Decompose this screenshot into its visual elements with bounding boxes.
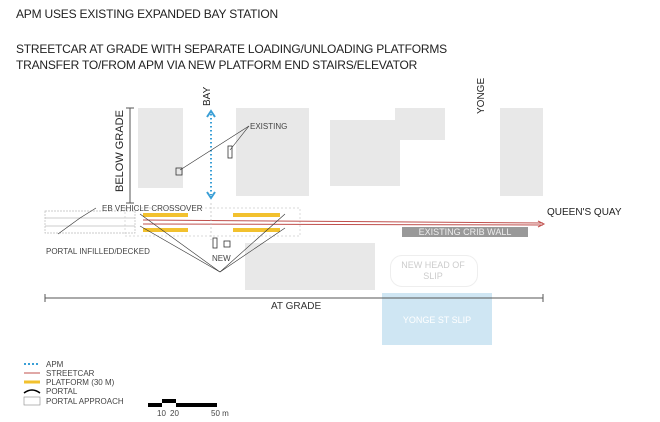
crib-wall <box>402 227 528 237</box>
subtitle-line-1: STREETCAR AT GRADE WITH SEPARATE LOADING… <box>16 42 447 56</box>
scale-bar <box>148 399 217 407</box>
bay-street-label: BAY <box>202 86 213 106</box>
legend-portal: PORTAL <box>46 387 78 396</box>
crib-wall-label: EXISTING CRIB WALL <box>418 227 512 237</box>
portal-approach <box>44 207 301 237</box>
legend-portal-approach: PORTAL APPROACH <box>46 397 124 406</box>
eb-crossover-label: EB VEHICLE CROSSOVER <box>102 204 203 213</box>
existing-label: EXISTING <box>250 122 288 131</box>
scale-tick-10: 10 <box>157 409 166 418</box>
building-block <box>330 120 400 186</box>
legend-apm: APM <box>46 360 64 369</box>
queens-quay-label: QUEEN'S QUAY <box>547 207 622 218</box>
below-grade-label: BELOW GRADE <box>114 110 126 192</box>
apm-line <box>206 109 216 240</box>
yonge-street-label: YONGE <box>476 77 487 114</box>
scale-tick-50: 50 m <box>211 409 229 418</box>
portal-infilled-label: PORTAL INFILLED/DECKED <box>46 247 150 256</box>
at-grade-bar <box>44 294 544 302</box>
scale-tick-20: 20 <box>170 409 179 418</box>
leader-lines <box>57 125 286 273</box>
diagram-title: APM USES EXISTING EXPANDED BAY STATION <box>16 7 279 21</box>
new-head-of-slip <box>390 255 478 287</box>
building-block <box>236 108 309 196</box>
new-label: NEW <box>212 254 231 263</box>
at-grade-label: AT GRADE <box>271 301 322 312</box>
subtitle-line-2: TRANSFER TO/FROM APM VIA NEW PLATFORM EN… <box>16 58 418 72</box>
yonge-st-slip <box>382 293 492 345</box>
building-block <box>245 243 375 290</box>
legend-marks <box>23 363 41 406</box>
legend-streetcar: STREETCAR <box>46 369 95 378</box>
below-grade-bar <box>126 107 134 204</box>
legend-platform: PLATFORM (30 M) <box>46 378 115 387</box>
streetcar-line <box>142 219 546 228</box>
platforms <box>143 213 280 232</box>
building-block <box>500 108 543 196</box>
yonge-st-slip-label: YONGE ST SLIP <box>402 315 472 325</box>
building-block <box>138 108 183 188</box>
new-head-of-slip-label: NEW HEAD OF SLIP <box>401 260 465 281</box>
building-block <box>395 108 445 140</box>
elevator-icons <box>175 145 233 249</box>
